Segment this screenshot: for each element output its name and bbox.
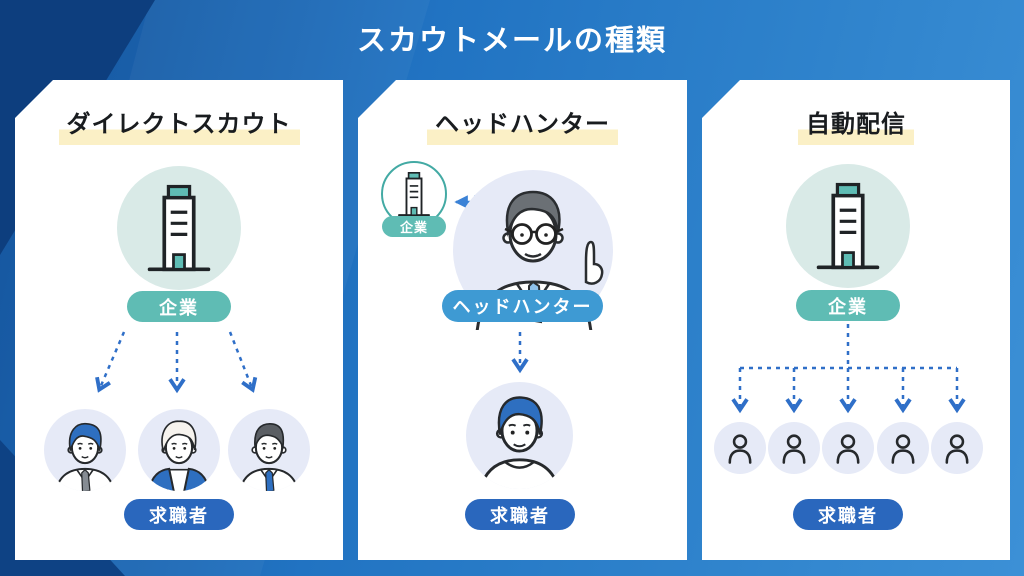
company-badge: 企業 bbox=[127, 291, 231, 322]
recipient-5 bbox=[931, 422, 983, 474]
man-light-hair-icon bbox=[147, 420, 211, 491]
jobseeker-avatar-2 bbox=[138, 409, 220, 491]
panel-direct-scout: ダイレクトスカウト 企業 bbox=[15, 80, 343, 560]
panel-auto-delivery-title: 自動配信 bbox=[702, 104, 1010, 145]
jobseeker-avatar bbox=[466, 382, 573, 489]
recipient-1 bbox=[714, 422, 766, 474]
panel-headhunter-title: ヘッドハンター bbox=[358, 104, 687, 145]
jobseeker-badge: 求職者 bbox=[124, 499, 234, 530]
man-dark-hair-icon bbox=[238, 422, 300, 491]
person-icon bbox=[886, 431, 920, 465]
recipient-2 bbox=[768, 422, 820, 474]
broadcast-arrows-icon bbox=[731, 324, 966, 414]
jobseeker-badge: 求職者 bbox=[793, 499, 903, 530]
person-icon bbox=[940, 431, 974, 465]
young-man-icon bbox=[477, 396, 562, 489]
person-icon bbox=[831, 431, 865, 465]
panel-auto-delivery: 自動配信 企業 bbox=[702, 80, 1010, 560]
recipient-4 bbox=[877, 422, 929, 474]
man-blue-hair-icon bbox=[54, 422, 116, 491]
company-badge: 企業 bbox=[796, 290, 900, 321]
building-icon-small bbox=[395, 170, 433, 217]
building-icon bbox=[811, 179, 885, 271]
panel-headhunter: ヘッドハンター 企業 bbox=[358, 80, 687, 560]
panel-direct-scout-title: ダイレクトスカウト bbox=[15, 104, 343, 145]
person-icon bbox=[723, 431, 757, 465]
dashed-down-arrow-icon bbox=[511, 332, 529, 374]
jobseeker-avatar-3 bbox=[228, 409, 310, 491]
jobseeker-badge: 求職者 bbox=[465, 499, 575, 530]
building-icon bbox=[142, 181, 216, 273]
page-title: スカウトメールの種類 bbox=[356, 25, 667, 57]
company-badge-small: 企業 bbox=[382, 216, 446, 237]
fanout-arrows-icon bbox=[95, 331, 258, 394]
person-icon bbox=[777, 431, 811, 465]
jobseeker-avatar-1 bbox=[44, 409, 126, 491]
recipient-3 bbox=[822, 422, 874, 474]
headhunter-badge: ヘッドハンター bbox=[442, 290, 603, 322]
